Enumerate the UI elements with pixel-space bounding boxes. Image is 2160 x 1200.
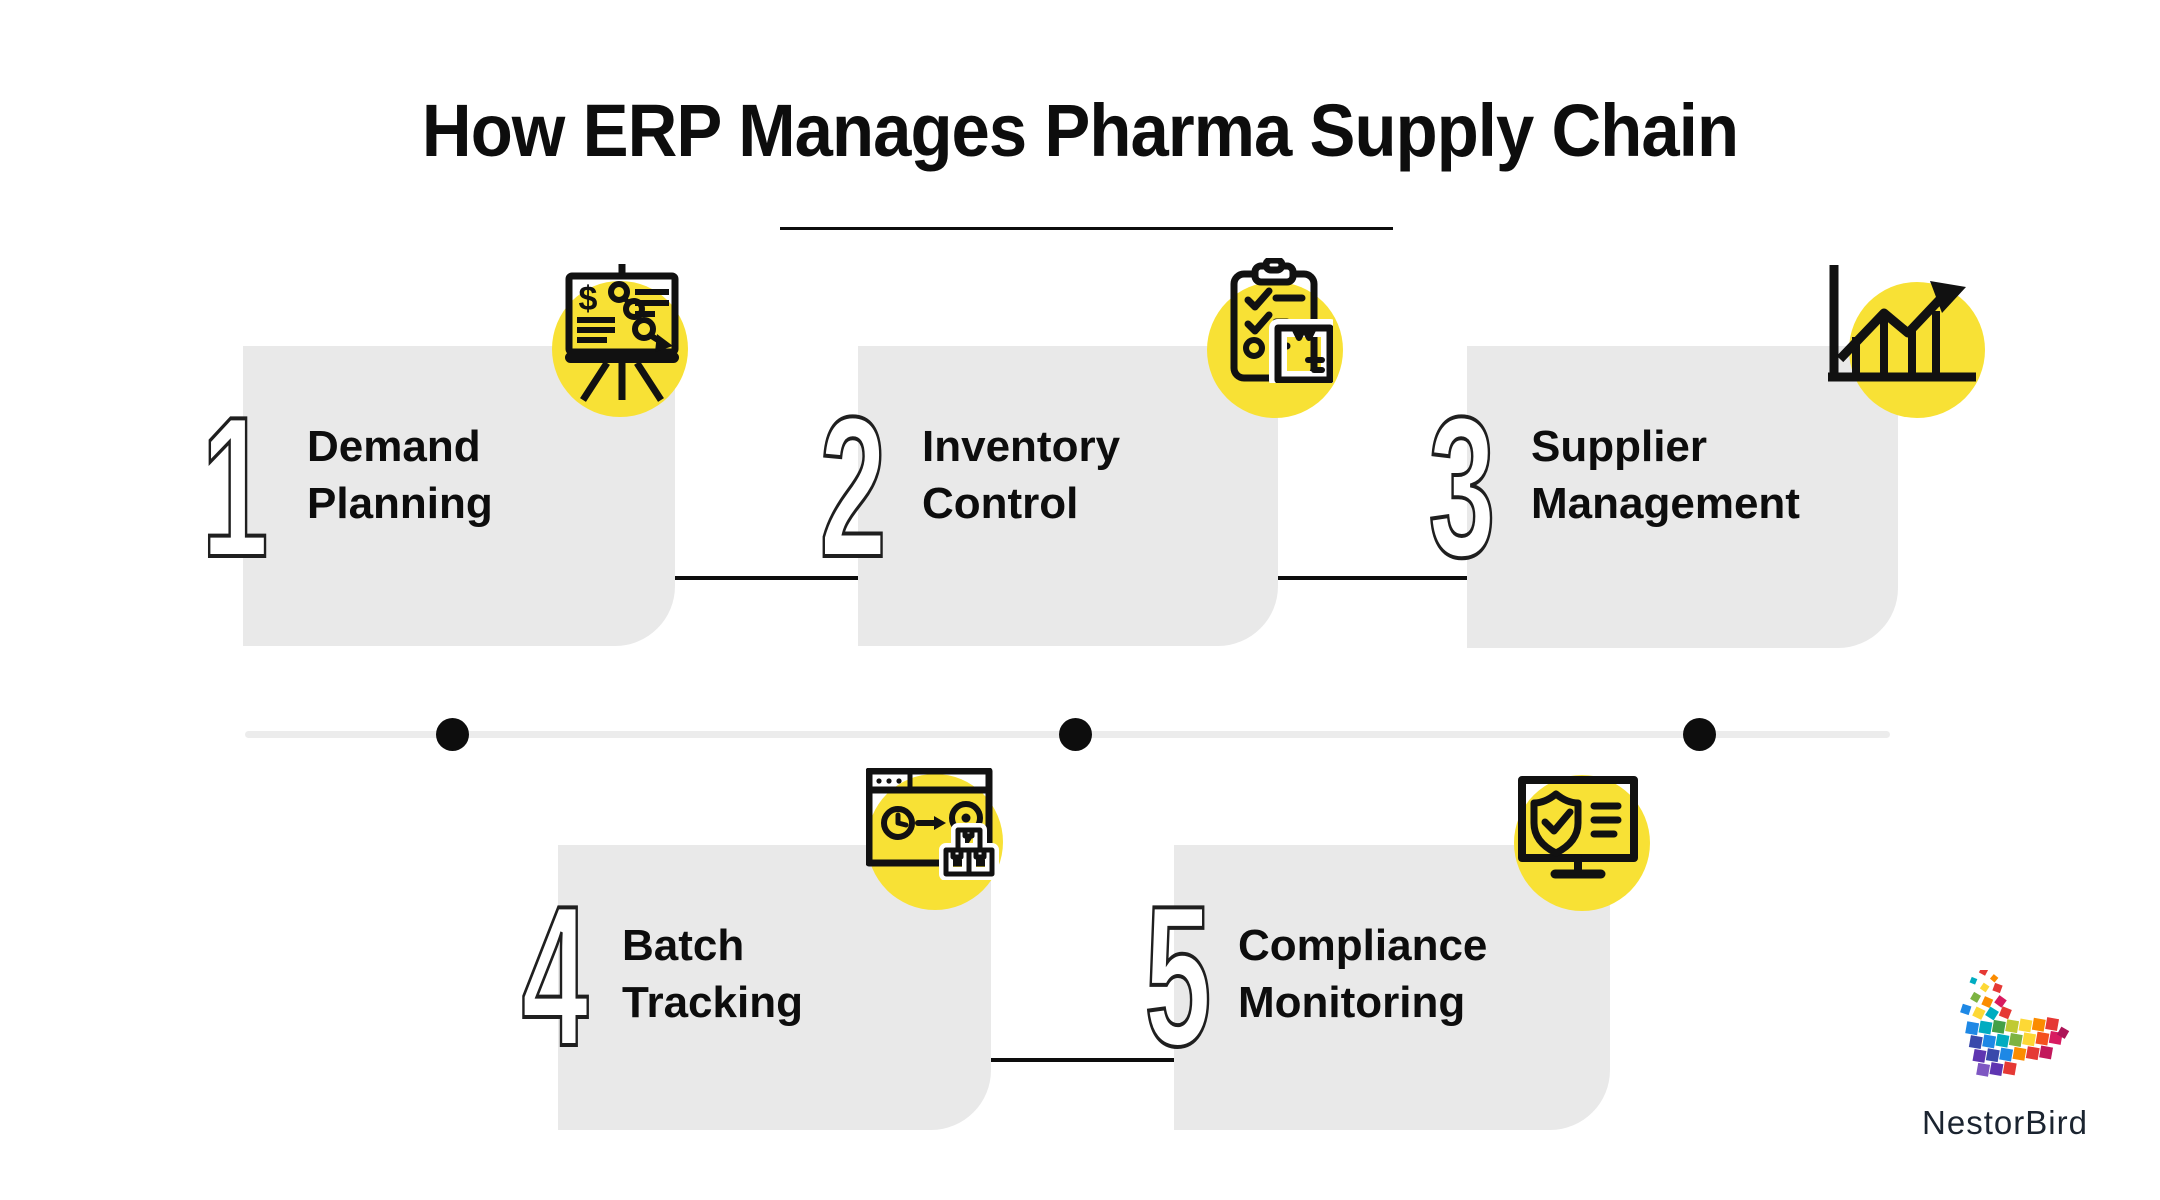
title-underline (780, 227, 1393, 230)
connector-step4-step5 (991, 1058, 1174, 1062)
icon-circle-3 (1849, 282, 1985, 418)
step-number-1: 1 (200, 376, 269, 599)
svg-text:$: $ (579, 280, 598, 318)
step-label-line1: Demand (307, 422, 481, 471)
pixel-bird-icon (1960, 970, 2070, 1077)
step-label-line1: Supplier (1531, 422, 1708, 471)
step-label-line1: Compliance (1238, 921, 1488, 970)
connector-step2-step3 (1278, 576, 1467, 580)
step-label: Inventory Control (858, 346, 1278, 532)
growth-chart-icon (1828, 265, 1976, 382)
step-label-line2: Monitoring (1238, 978, 1466, 1027)
presentation-chart-icon: $ (565, 264, 679, 402)
page-title: How ERP Manages Pharma Supply Chain (421, 89, 1739, 172)
timeline-dot-2 (1059, 718, 1092, 751)
step-number-5: 5 (1143, 865, 1212, 1088)
step-label: Demand Planning (243, 346, 675, 532)
shield-monitor-icon (1518, 776, 1638, 879)
timeline-dot-3 (1683, 718, 1716, 751)
clipboard-package-icon (1230, 258, 1333, 383)
step-label-line1: Inventory (922, 422, 1121, 471)
brand-name: NestorBird (1922, 1104, 2088, 1141)
shipment-tracking-icon (866, 768, 999, 880)
connector-step1-step2 (675, 576, 858, 580)
brand-logo: NestorBird (1915, 970, 2095, 1142)
step-label-line2: Control (922, 479, 1079, 528)
step-card-supplier-management: Supplier Management (1467, 346, 1898, 648)
timeline-dot-1 (436, 718, 469, 751)
step-number-2: 2 (818, 376, 887, 599)
step-label: Supplier Management (1467, 346, 1898, 532)
step-card-inventory-control: Inventory Control (858, 346, 1278, 646)
step-number-3: 3 (1427, 376, 1496, 599)
icon-circle-5 (1514, 775, 1650, 911)
step-label: Batch Tracking (558, 845, 991, 1031)
step-label-line2: Planning (307, 479, 493, 528)
step-label-line1: Batch (622, 921, 745, 970)
step-number-4: 4 (520, 865, 589, 1088)
step-label-line2: Tracking (622, 978, 803, 1027)
step-label: Compliance Monitoring (1174, 845, 1610, 1031)
step-label-line2: Management (1531, 479, 1800, 528)
